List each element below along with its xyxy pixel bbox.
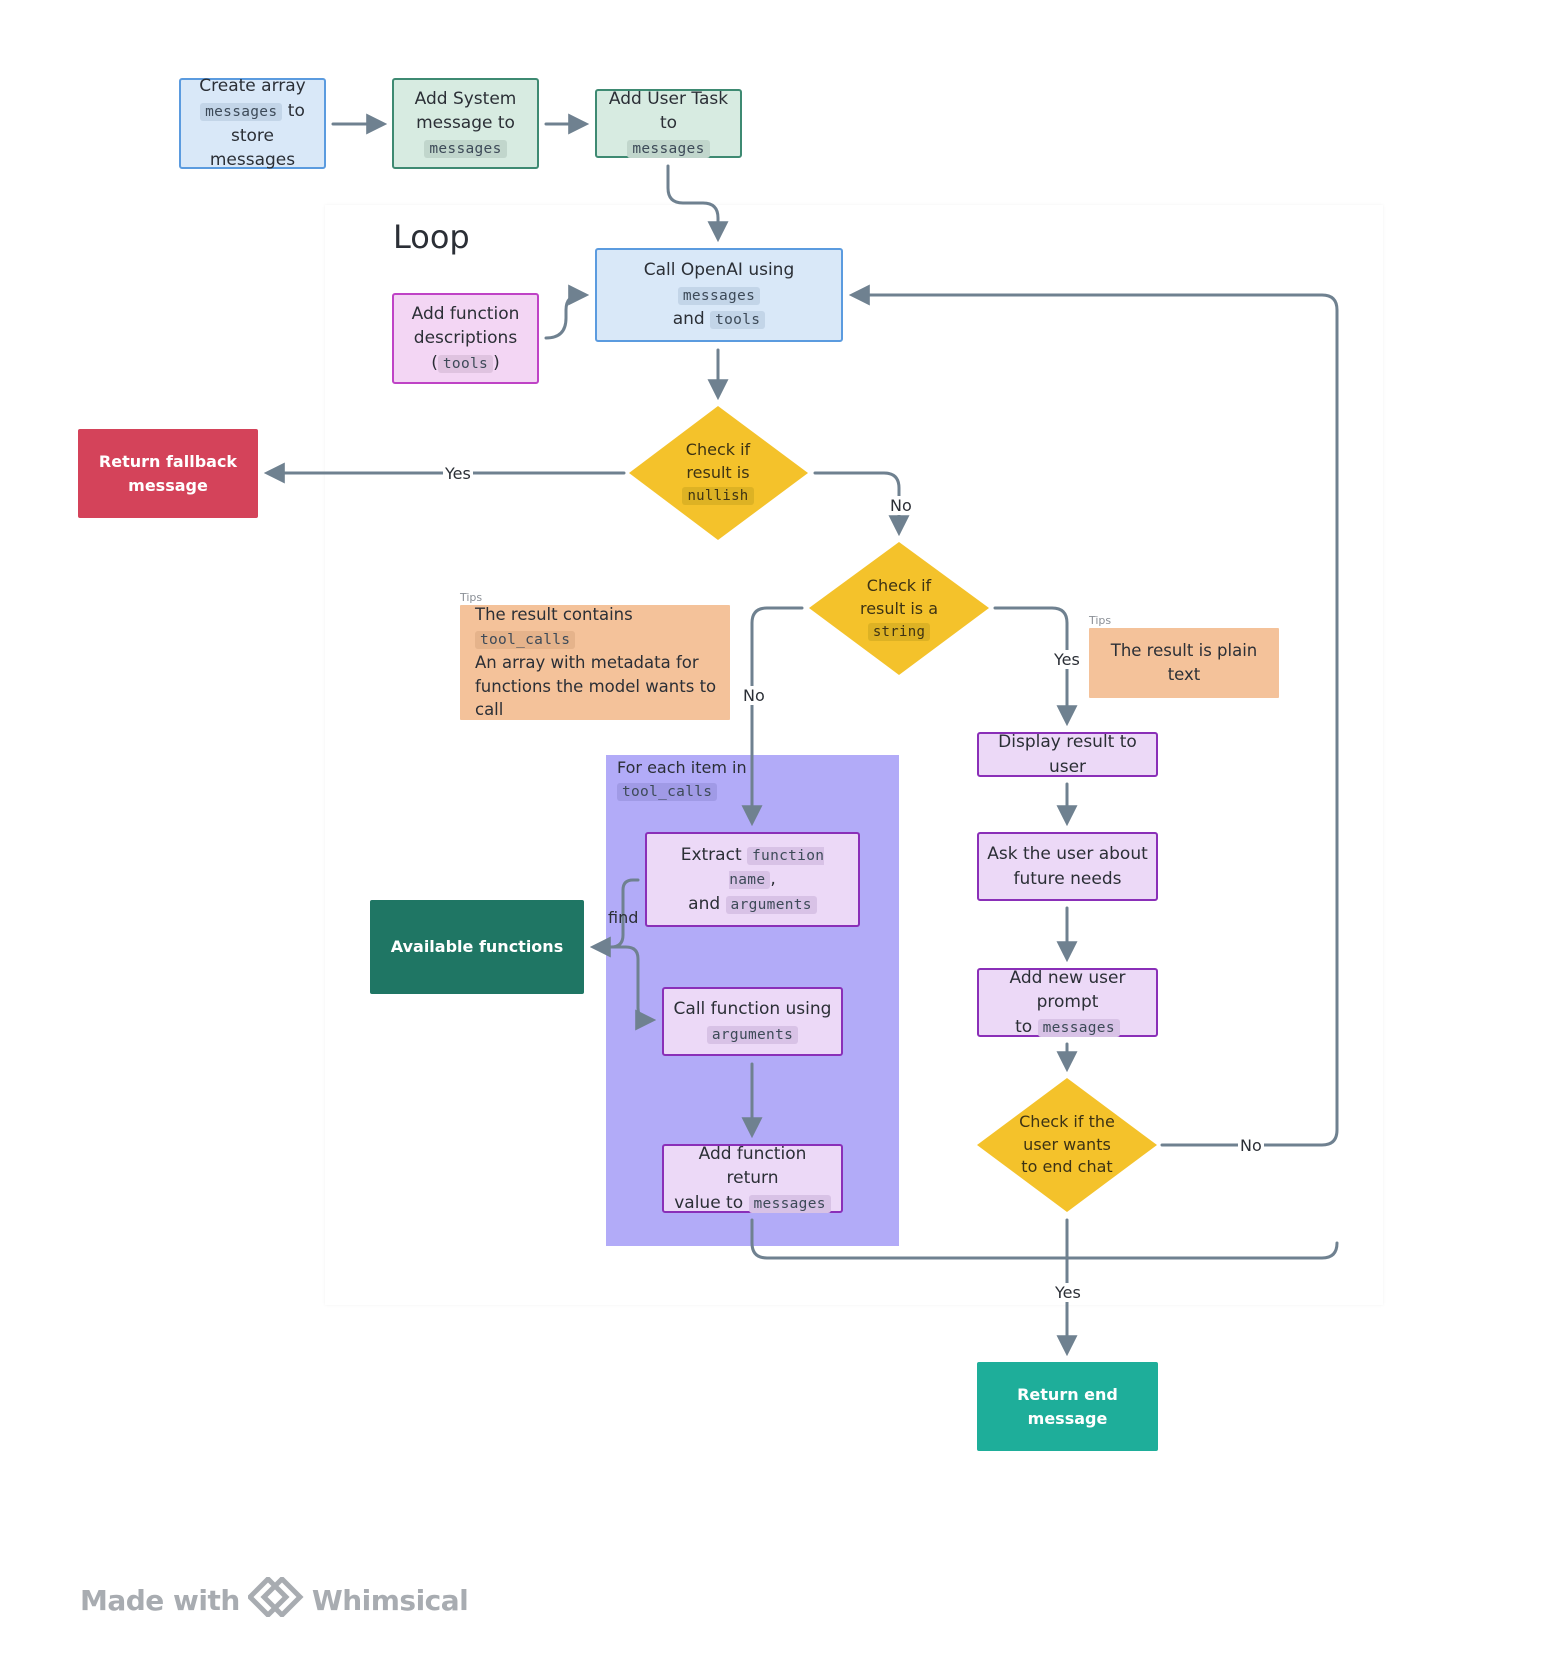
made-with-text: Made with [80,1584,240,1617]
edge-label-nullish-yes: Yes [443,464,473,484]
whimsical-brand-text: Whimsical [311,1584,469,1617]
for-each-group-title: For each item in tool_calls [617,756,747,803]
return-fallback-node: Return fallback message [78,429,258,518]
whimsical-logo-icon [246,1575,304,1624]
diamond-end-chat [977,1078,1157,1212]
tips-label-left: Tips [460,591,483,604]
tip-plain-text: The result is plain text [1089,628,1279,698]
add-user-task-node: Add User Task to messages [595,89,742,158]
for-each-label: For each item in [617,758,747,777]
edge-label-end-yes: Yes [1053,1283,1083,1303]
edge-tools-to-openai [544,284,590,340]
messages-code: messages [424,139,507,158]
footer-watermark: Made with Whimsical [80,1575,469,1624]
diamond-string [809,542,989,675]
edge-label-string-yes: Yes [1052,650,1082,670]
edge-nullish-no [813,471,910,537]
messages-code: messages [200,102,283,121]
edge-available-to-call [609,945,657,1031]
messages-code: messages [677,286,761,305]
display-result-node: Display result to user [977,732,1158,777]
edge-string-yes [993,606,1078,727]
add-function-descriptions-node: Add function descriptions (tools) [392,293,539,384]
function-name-code: function name [729,846,825,890]
add-new-user-prompt-node: Add new user prompt to messages [977,968,1158,1037]
ask-user-node: Ask the user about future needs [977,832,1158,901]
edge-string-no [741,606,804,827]
arguments-code: arguments [706,1025,799,1044]
add-system-message-node: Add System message to messages [392,78,539,169]
available-functions-node: Available functions [370,900,584,994]
messages-code: messages [1037,1018,1120,1037]
tool-calls-code: tool_calls [617,783,718,802]
return-end-message-node: Return end message [977,1362,1158,1451]
messages-code: messages [627,139,710,158]
arguments-code: arguments [725,895,817,914]
edge-add-return-loop [750,1218,1339,1260]
edge-label-nullish-no: No [888,496,914,516]
edge-label-string-no: No [741,686,767,706]
tool-calls-code: tool_calls [475,630,576,649]
diamond-nullish [629,406,808,540]
add-function-return-node: Add function return value to messages [662,1144,843,1213]
tools-code: tools [437,354,494,373]
check-string-text: Check if result is a string [859,576,939,642]
string-code: string [867,623,931,642]
nullish-code: nullish [682,487,754,506]
edge-end-no [848,284,1339,1147]
create-array-node: Create array messages to store messages [179,76,326,170]
tips-label-right: Tips [1089,614,1112,627]
check-end-chat-text: Check if the user wants to end chat [1019,1112,1115,1177]
call-function-node: Call function using arguments [662,987,843,1056]
tip-tool-calls: The result contains tool_calls An array … [460,605,730,720]
call-openai-node: Call OpenAI using messages and tools [595,248,843,342]
edge-user-to-openai [666,164,729,243]
edge-label-end-no: No [1238,1136,1264,1156]
loop-title: Loop [393,218,470,256]
messages-code: messages [748,1194,831,1213]
edge-label-find: find [608,908,639,927]
check-nullish-text: Check if result is nullish [652,430,784,516]
extract-function-node: Extract function name, and arguments [645,832,860,927]
tools-code: tools [710,311,766,330]
